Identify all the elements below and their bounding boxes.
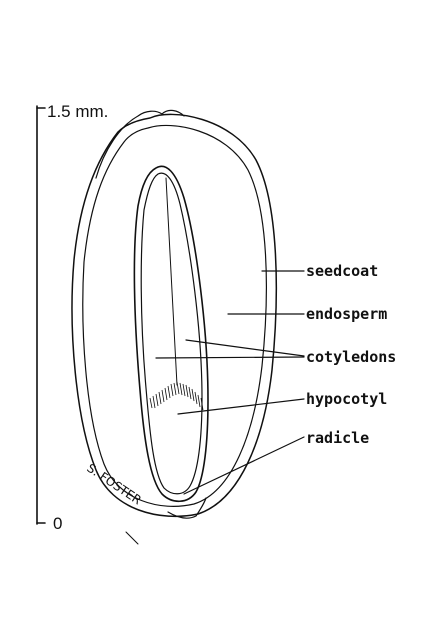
seed-bottom-tip xyxy=(167,497,207,519)
label-endosperm: endosperm xyxy=(306,305,387,323)
scale-top-label: 1.5 mm. xyxy=(47,102,108,121)
endosperm-outline xyxy=(82,124,267,507)
leader-radicle xyxy=(183,436,305,495)
leader-cotyledons-upper xyxy=(185,339,305,357)
label-hypocotyl: hypocotyl xyxy=(306,390,387,408)
seedcoat-bump-top xyxy=(95,109,185,179)
label-radicle: radicle xyxy=(306,429,369,447)
signature-text: S. FOSTER xyxy=(84,461,144,508)
signature-flourish xyxy=(125,531,139,545)
scale-bottom-label: 0 xyxy=(53,514,62,533)
artist-signature: S. FOSTER xyxy=(84,461,144,508)
embryo-outline xyxy=(133,165,209,503)
cotyledon-divider xyxy=(165,177,178,386)
leader-hypocotyl xyxy=(177,398,305,415)
embryo-inner-outline xyxy=(140,172,203,495)
label-seedcoat: seedcoat xyxy=(306,262,378,280)
leader-cotyledons-lower xyxy=(155,356,305,359)
label-cotyledons: cotyledons xyxy=(306,348,396,366)
seedcoat-outline xyxy=(71,113,278,518)
hypocotyl-hatching xyxy=(149,381,204,411)
scale-bar xyxy=(36,105,46,525)
